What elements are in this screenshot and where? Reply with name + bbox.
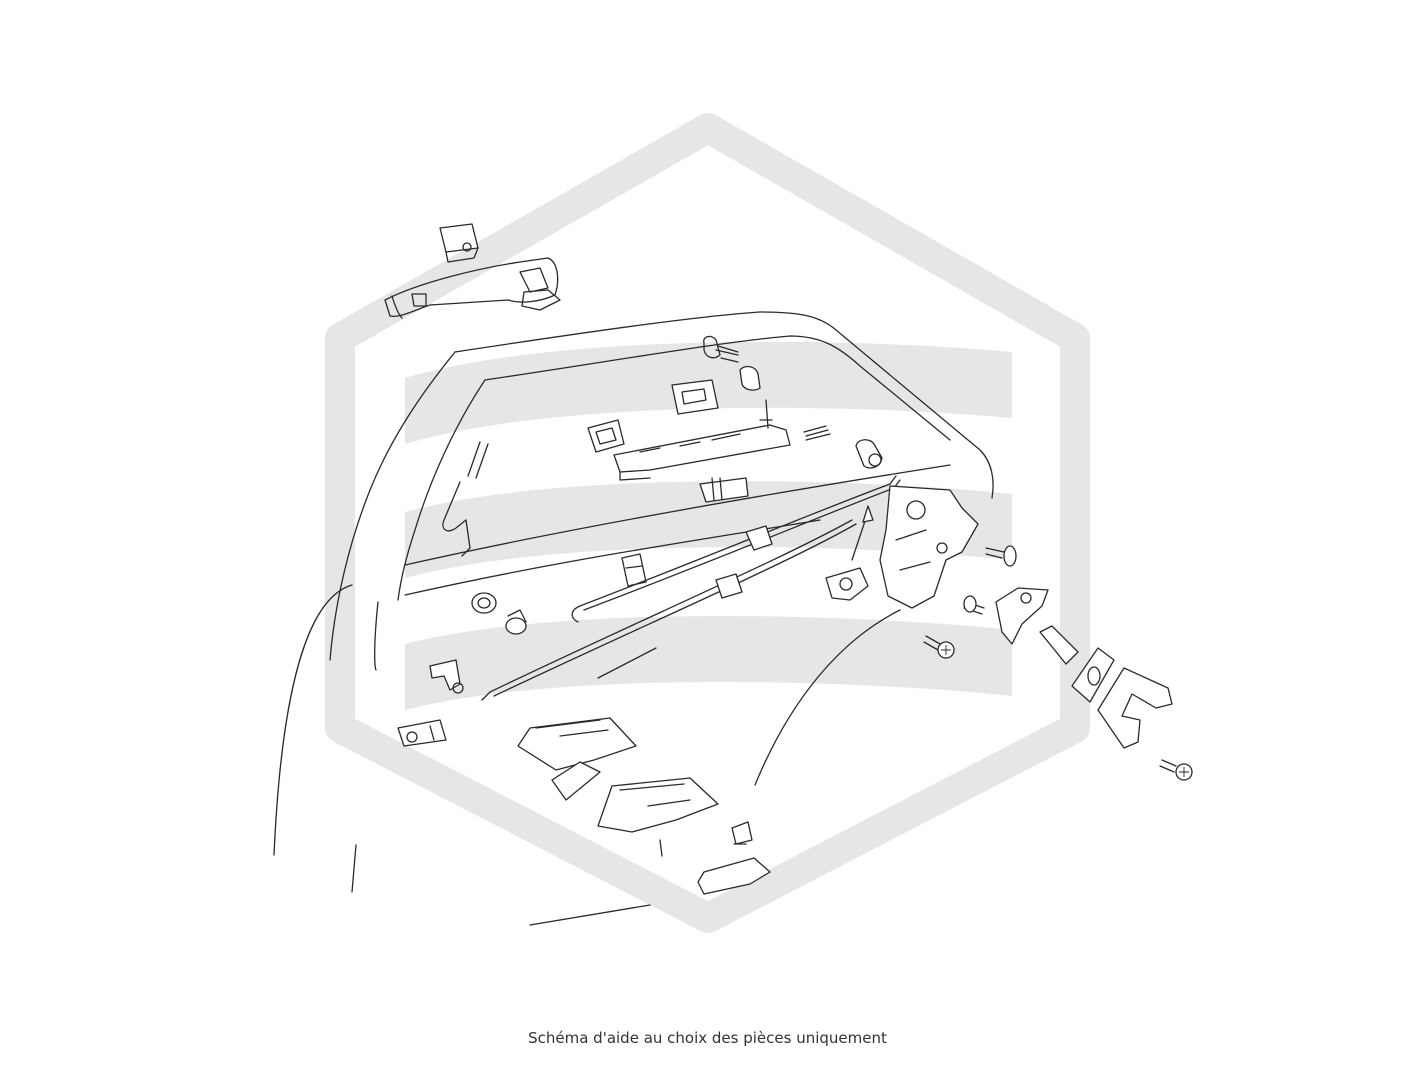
actuator-motor-part: [825, 567, 869, 601]
latch-screw-middle: [963, 595, 985, 615]
retainer-clip-part: [699, 477, 749, 503]
striker-hook-part: [1097, 667, 1173, 749]
push-rivet-part: [505, 609, 527, 635]
striker-screw-part: [1159, 759, 1193, 781]
handle-cap-part: [439, 223, 479, 263]
rod-clip-upper: [745, 525, 773, 551]
outside-door-handle: [384, 257, 561, 319]
bolt-stud-part: [703, 335, 761, 391]
striker-plate-part: [1071, 647, 1115, 703]
diagram-disclaimer-caption: Schéma d'aide au choix des pièces unique…: [528, 1029, 887, 1047]
handle-bracket-part: [671, 379, 719, 415]
clip-fastener-part: [659, 821, 753, 857]
actuator-connector-part: [397, 719, 447, 747]
lock-cylinder-part: [855, 439, 883, 469]
striker-shim-part: [1039, 625, 1079, 665]
arrow-indicator: [851, 505, 874, 561]
trim-cap-part: [697, 857, 771, 895]
rod-clip-lower: [715, 573, 743, 599]
grommet-part: [471, 592, 497, 614]
latch-screw-upper: [985, 545, 1017, 567]
inside-handle-housing-upper: [517, 717, 637, 801]
lever-bracket-part: [429, 659, 464, 694]
rod-clip-part: [621, 553, 647, 587]
handle-carrier-part: [613, 399, 791, 481]
latch-screw-lower: [923, 635, 955, 659]
inside-handle-housing-lower: [597, 777, 719, 833]
bracket-clip-part: [587, 419, 625, 453]
spring-part: [803, 425, 831, 441]
rod-link-part: [442, 441, 489, 557]
door-latch-assembly: [879, 485, 979, 609]
door-body-outline: [273, 311, 994, 926]
striker-bracket-part: [995, 587, 1049, 645]
